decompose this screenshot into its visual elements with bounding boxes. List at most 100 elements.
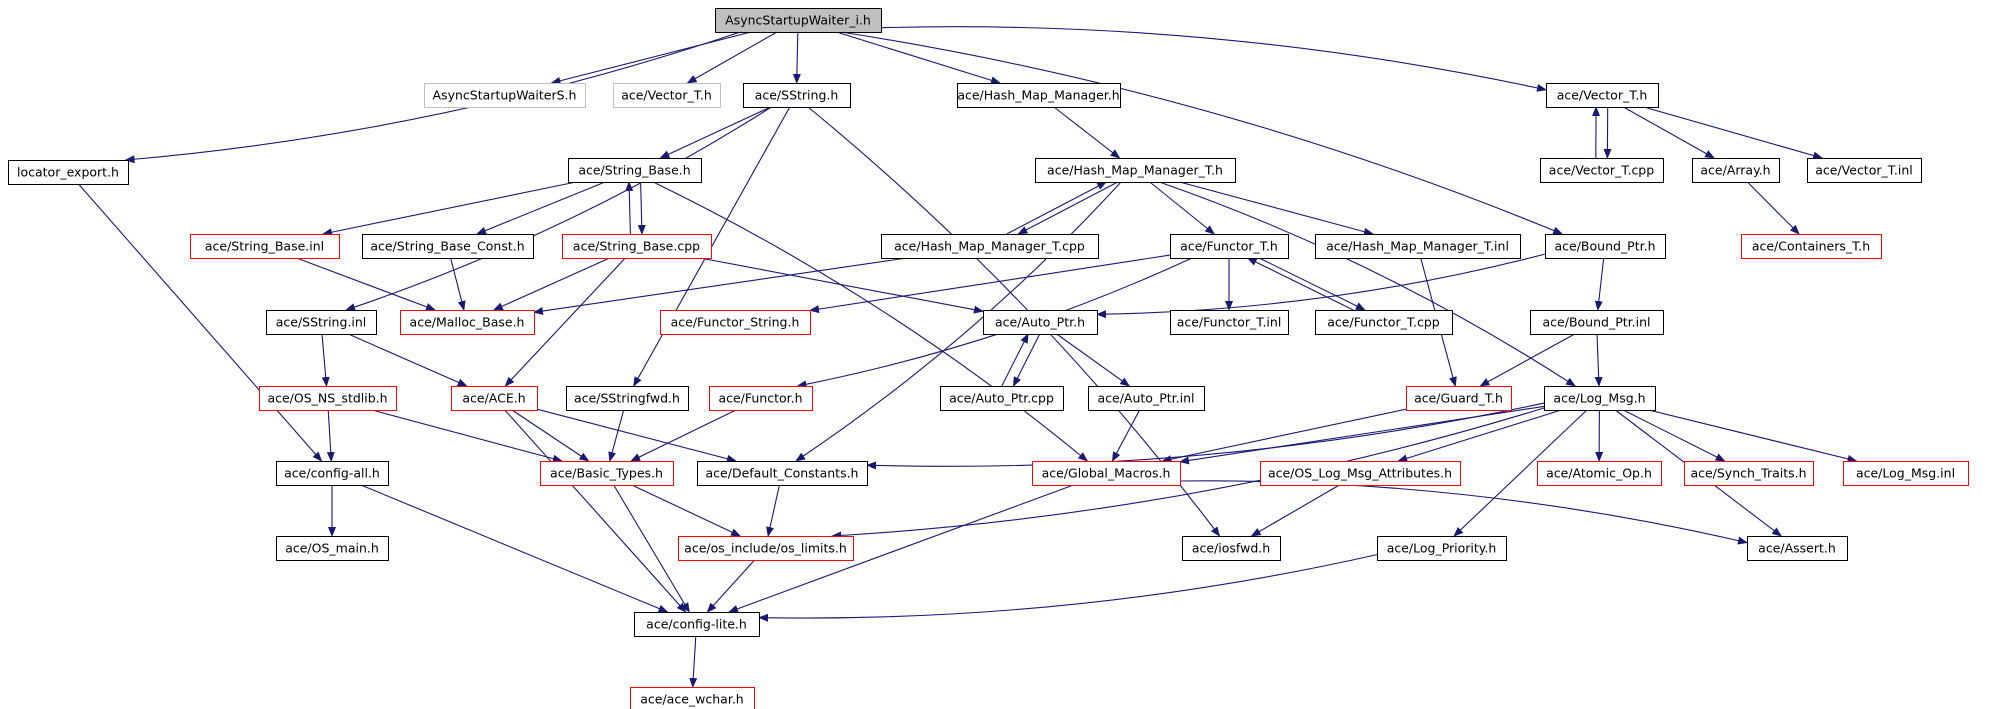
edge-global-macros-to-assert-h bbox=[1179, 480, 1748, 545]
edge-string-base-cpp-to-string-base-h bbox=[625, 181, 634, 235]
graph-node-iosfwd[interactable]: ace/iosfwd.h bbox=[1182, 536, 1281, 561]
graph-node-sstringfwd[interactable]: ace/SStringfwd.h bbox=[566, 386, 689, 411]
edge-log-msg-h-to-synch-traits bbox=[1623, 409, 1726, 462]
node-label: ace/Bound_Ptr.h bbox=[1554, 239, 1655, 254]
node-label: ace/Functor_T.h bbox=[1180, 239, 1278, 254]
graph-node-sstring-h[interactable]: ace/SString.h bbox=[743, 83, 851, 108]
node-label: ace/Array.h bbox=[1700, 163, 1770, 178]
graph-node-bound-ptr-h[interactable]: ace/Bound_Ptr.h bbox=[1545, 234, 1666, 259]
graph-node-ace-wchar[interactable]: ace/ace_wchar.h bbox=[630, 687, 755, 709]
edge-sstringfwd-to-basic-types bbox=[608, 409, 625, 462]
node-label: AsyncStartupWaiterS.h bbox=[433, 88, 577, 103]
graph-node-string-base-inl[interactable]: ace/String_Base.inl bbox=[190, 234, 340, 259]
graph-node-ace-h[interactable]: ace/ACE.h bbox=[451, 386, 538, 411]
graph-node-waiterS[interactable]: AsyncStartupWaiterS.h bbox=[424, 83, 586, 108]
node-box bbox=[678, 536, 854, 561]
edge-global-macros-to-config-lite bbox=[728, 484, 1074, 613]
edge-log-msg-h-to-log-priority bbox=[1453, 409, 1588, 537]
node-label: ace/Log_Priority.h bbox=[1387, 541, 1497, 556]
node-box bbox=[1807, 158, 1922, 183]
edge-hmm-t-h-to-hmm-t-cpp bbox=[1017, 181, 1119, 235]
graph-node-array-h[interactable]: ace/Array.h bbox=[1692, 158, 1780, 183]
graph-node-hmm-h[interactable]: ace/Hash_Map_Manager.h bbox=[957, 83, 1121, 108]
graph-node-hmm-t-inl[interactable]: ace/Hash_Map_Manager_T.inl bbox=[1315, 234, 1521, 259]
graph-node-bound-ptr-inl[interactable]: ace/Bound_Ptr.inl bbox=[1530, 310, 1664, 335]
edge-string-base-inl-to-malloc-base bbox=[296, 257, 436, 311]
graph-node-auto-ptr-h[interactable]: ace/Auto_Ptr.h bbox=[983, 310, 1098, 335]
graph-node-functor-t-cpp[interactable]: ace/Functor_T.cpp bbox=[1315, 310, 1453, 335]
node-label: ace/Auto_Ptr.h bbox=[995, 315, 1085, 330]
node-label: ace/Auto_Ptr.inl bbox=[1098, 391, 1195, 406]
node-box bbox=[613, 83, 721, 108]
graph-node-vector-t-h[interactable]: ace/Vector_T.h bbox=[1546, 83, 1659, 108]
graph-node-root[interactable]: AsyncStartupWaiter_i.h bbox=[715, 8, 882, 33]
graph-node-hmm-t-cpp[interactable]: ace/Hash_Map_Manager_T.cpp bbox=[881, 234, 1099, 259]
graph-node-string-base-h[interactable]: ace/String_Base.h bbox=[568, 158, 702, 183]
graph-node-os-ns-stdlib[interactable]: ace/OS_NS_stdlib.h bbox=[259, 386, 397, 411]
node-label: ace/Basic_Types.h bbox=[550, 466, 663, 481]
node-box bbox=[568, 158, 702, 183]
graph-node-hmm-t-h[interactable]: ace/Hash_Map_Manager_T.h bbox=[1035, 158, 1236, 183]
graph-node-os-log-msg-attr[interactable]: ace/OS_Log_Msg_Attributes.h bbox=[1260, 461, 1461, 486]
edge-hmm-t-h-to-hmm-t-inl bbox=[1179, 181, 1374, 236]
graph-node-atomic-op[interactable]: ace/Atomic_Op.h bbox=[1537, 461, 1662, 486]
edge-auto-ptr-h-to-auto-ptr-cpp bbox=[1012, 333, 1041, 387]
node-box bbox=[1032, 461, 1181, 486]
node-label: ace/ace_wchar.h bbox=[640, 692, 743, 707]
graph-node-malloc-base[interactable]: ace/Malloc_Base.h bbox=[400, 310, 535, 335]
graph-node-vector-t-cpp[interactable]: ace/Vector_T.cpp bbox=[1540, 158, 1664, 183]
node-box bbox=[266, 310, 377, 335]
graph-node-containers-t[interactable]: ace/Containers_T.h bbox=[1741, 234, 1882, 259]
node-box bbox=[1315, 234, 1521, 259]
node-label: ace/Default_Constants.h bbox=[706, 466, 859, 481]
graph-node-auto-ptr-cpp[interactable]: ace/Auto_Ptr.cpp bbox=[940, 386, 1064, 411]
graph-node-auto-ptr-inl[interactable]: ace/Auto_Ptr.inl bbox=[1088, 386, 1205, 411]
graph-node-functor-h[interactable]: ace/Functor.h bbox=[709, 386, 813, 411]
edge-string-base-h-to-string-base-cpp bbox=[637, 181, 646, 235]
graph-node-assert-h[interactable]: ace/Assert.h bbox=[1747, 536, 1848, 561]
edge-string-base-cpp-to-auto-ptr-h bbox=[700, 257, 984, 314]
edge-functor-t-cpp-to-functor-t-h bbox=[1246, 257, 1354, 311]
graph-node-global-macros[interactable]: ace/Global_Macros.h bbox=[1032, 461, 1181, 486]
node-box bbox=[1088, 386, 1205, 411]
node-label: ace/Functor_T.cpp bbox=[1327, 315, 1440, 330]
graph-node-os-limits[interactable]: ace/os_include/os_limits.h bbox=[678, 536, 854, 561]
graph-node-config-lite[interactable]: ace/config-lite.h bbox=[634, 612, 760, 637]
graph-node-functor-string[interactable]: ace/Functor_String.h bbox=[660, 310, 811, 335]
node-label: ace/Containers_T.h bbox=[1752, 239, 1870, 254]
node-box bbox=[1377, 536, 1507, 561]
node-label: ace/String_Base.h bbox=[578, 163, 690, 178]
graph-node-string-base-cpp[interactable]: ace/String_Base.cpp bbox=[562, 234, 712, 259]
graph-node-guard-t[interactable]: ace/Guard_T.h bbox=[1406, 386, 1512, 411]
node-label: ace/Assert.h bbox=[1758, 541, 1836, 556]
graph-node-locator-export[interactable]: locator_export.h bbox=[8, 160, 129, 185]
graph-node-string-base-const[interactable]: ace/String_Base_Const.h bbox=[362, 234, 534, 259]
graph-node-config-all[interactable]: ace/config-all.h bbox=[276, 461, 389, 486]
edge-auto-ptr-h-to-auto-ptr-inl bbox=[1056, 333, 1131, 387]
graph-node-log-msg-inl[interactable]: ace/Log_Msg.inl bbox=[1843, 461, 1969, 486]
graph-node-vector-t-h-gray[interactable]: ace/Vector_T.h bbox=[613, 83, 721, 108]
edge-bound-ptr-inl-to-log-msg-h bbox=[1594, 333, 1603, 387]
graph-node-vector-t-inl[interactable]: ace/Vector_T.inl bbox=[1807, 158, 1922, 183]
graph-node-log-priority[interactable]: ace/Log_Priority.h bbox=[1377, 536, 1507, 561]
edge-root-to-hmm-h bbox=[836, 31, 1001, 85]
node-box bbox=[1315, 310, 1453, 335]
node-label: ace/Synch_Traits.h bbox=[1690, 466, 1806, 481]
node-box bbox=[1545, 234, 1666, 259]
graph-node-functor-t-h[interactable]: ace/Functor_T.h bbox=[1170, 234, 1289, 259]
edge-basic-types-to-config-lite bbox=[613, 484, 690, 613]
edge-auto-ptr-inl-to-global-macros bbox=[1111, 409, 1141, 462]
graph-node-functor-t-inl[interactable]: ace/Functor_T.inl bbox=[1170, 310, 1289, 335]
edge-config-all-to-config-lite bbox=[360, 484, 669, 613]
graph-node-sstring-inl[interactable]: ace/SString.inl bbox=[266, 310, 377, 335]
graph-node-os-main[interactable]: ace/OS_main.h bbox=[276, 536, 389, 561]
graph-node-default-constants[interactable]: ace/Default_Constants.h bbox=[697, 461, 868, 486]
node-label: ace/Guard_T.h bbox=[1414, 391, 1503, 406]
graph-node-basic-types[interactable]: ace/Basic_Types.h bbox=[540, 461, 674, 486]
node-box bbox=[259, 386, 397, 411]
graph-node-log-msg-h[interactable]: ace/Log_Msg.h bbox=[1544, 386, 1656, 411]
graph-node-synch-traits[interactable]: ace/Synch_Traits.h bbox=[1684, 461, 1814, 486]
node-box bbox=[983, 310, 1098, 335]
node-box bbox=[1537, 461, 1662, 486]
